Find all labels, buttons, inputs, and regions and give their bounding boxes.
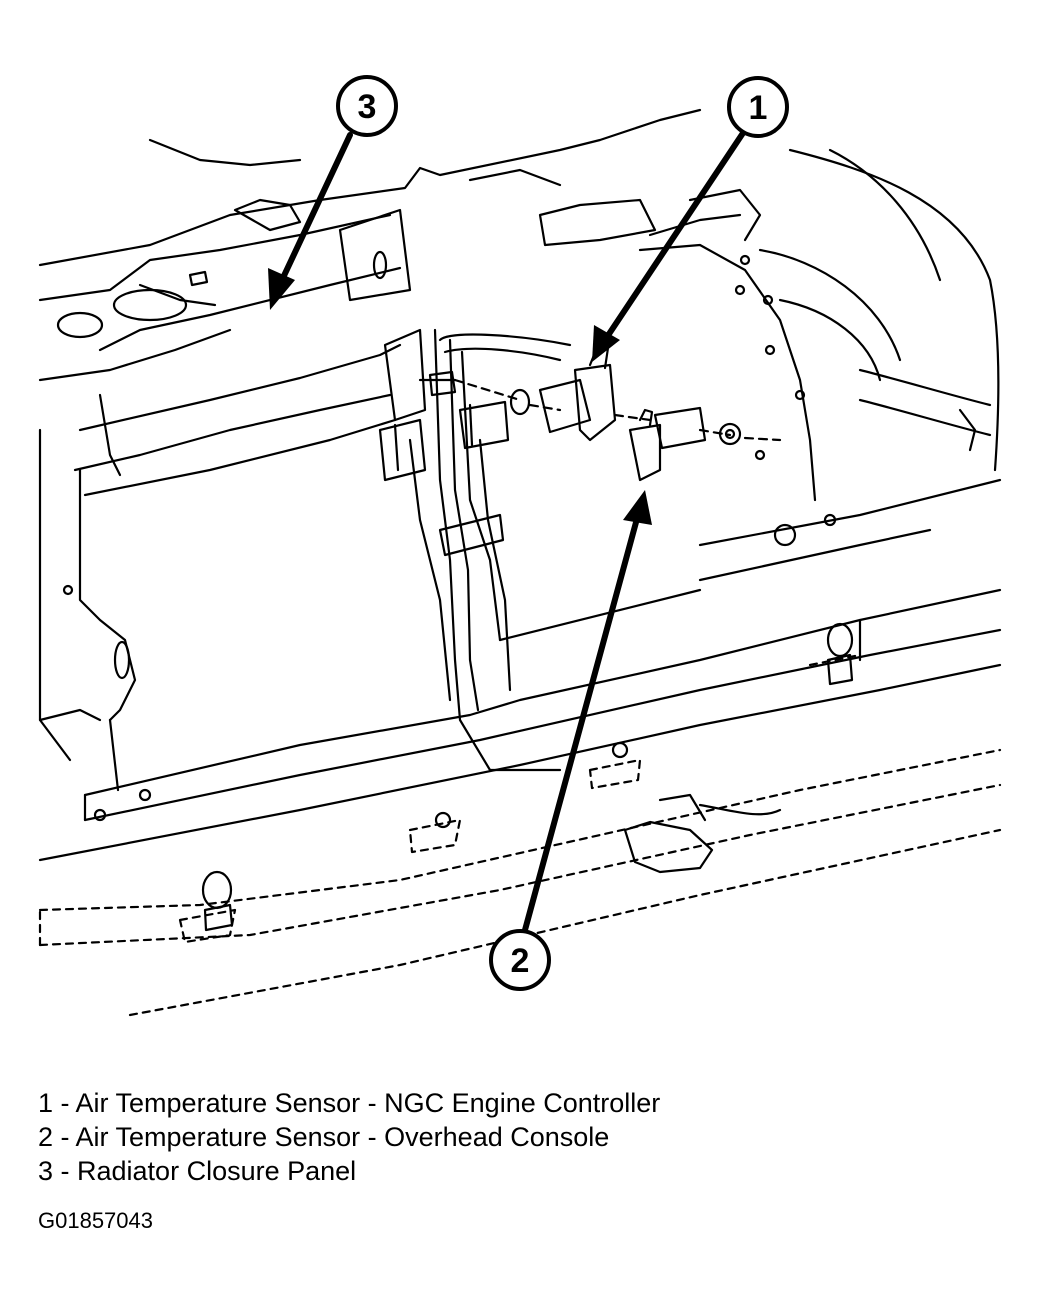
- callout-1-arrow-shaft: [602, 127, 748, 343]
- lower-crossmember: [38, 478, 1002, 862]
- radiator-closure-panel: [38, 108, 762, 497]
- callout-2: 2: [489, 929, 551, 991]
- figure-id: G01857043: [38, 1208, 153, 1233]
- callout-1-number: 1: [749, 89, 768, 127]
- bumper-clips: [201, 622, 854, 932]
- inner-fender: [638, 148, 1000, 502]
- callout-3-arrow-shaft: [279, 132, 353, 283]
- bumper-fascia: [38, 653, 1002, 1017]
- legend-item-1: 1 - Air Temperature Sensor - NGC Engine …: [38, 1088, 661, 1118]
- engine-bay-illustration: 3 1 2: [38, 75, 1002, 1017]
- callout-1-arrowhead: [592, 325, 620, 362]
- wiring-harness: [378, 328, 572, 772]
- legend-item-2: 2 - Air Temperature Sensor - Overhead Co…: [38, 1122, 610, 1152]
- left-support: [38, 428, 137, 792]
- callout-2-number: 2: [511, 942, 530, 980]
- callout-3: 3: [336, 75, 398, 137]
- legend-item-3: 3 - Radiator Closure Panel: [38, 1156, 357, 1186]
- callout-2-arrow-shaft: [522, 512, 641, 933]
- callout-2-arrowhead: [623, 490, 652, 525]
- callout-3-number: 3: [358, 88, 377, 126]
- callout-3-arrowhead: [268, 268, 295, 310]
- legend: 1 - Air Temperature Sensor - NGC Engine …: [38, 1086, 660, 1188]
- sensor-assembly: [428, 343, 782, 482]
- lower-connector: [623, 793, 782, 874]
- callout-1: 1: [727, 76, 789, 138]
